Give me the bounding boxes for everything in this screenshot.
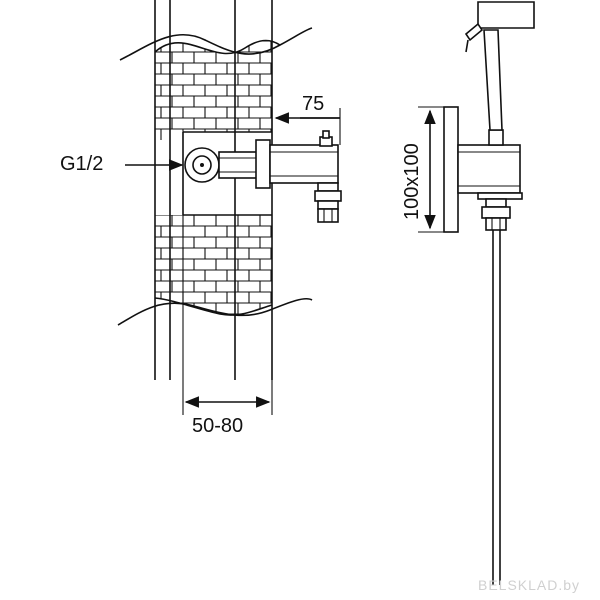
wall-depth-dimension: 50-80	[182, 215, 273, 437]
plate-dimension: 100x100	[401, 106, 444, 233]
brick-pattern-bottom	[155, 215, 272, 316]
thread-label: G1/2	[60, 153, 103, 175]
wall-depth-label: 50-80	[192, 415, 243, 437]
projection-dimension: 75	[271, 93, 341, 145]
watermark: BELSKLAD.by	[478, 577, 580, 593]
wall-section	[117, 0, 313, 380]
brick-pattern-top	[155, 39, 272, 140]
side-view	[443, 1, 535, 585]
thread-callout: G1/2	[60, 153, 184, 175]
valve-body	[184, 130, 342, 223]
projection-label: 75	[302, 93, 324, 115]
plate-size-label: 100x100	[401, 143, 423, 220]
